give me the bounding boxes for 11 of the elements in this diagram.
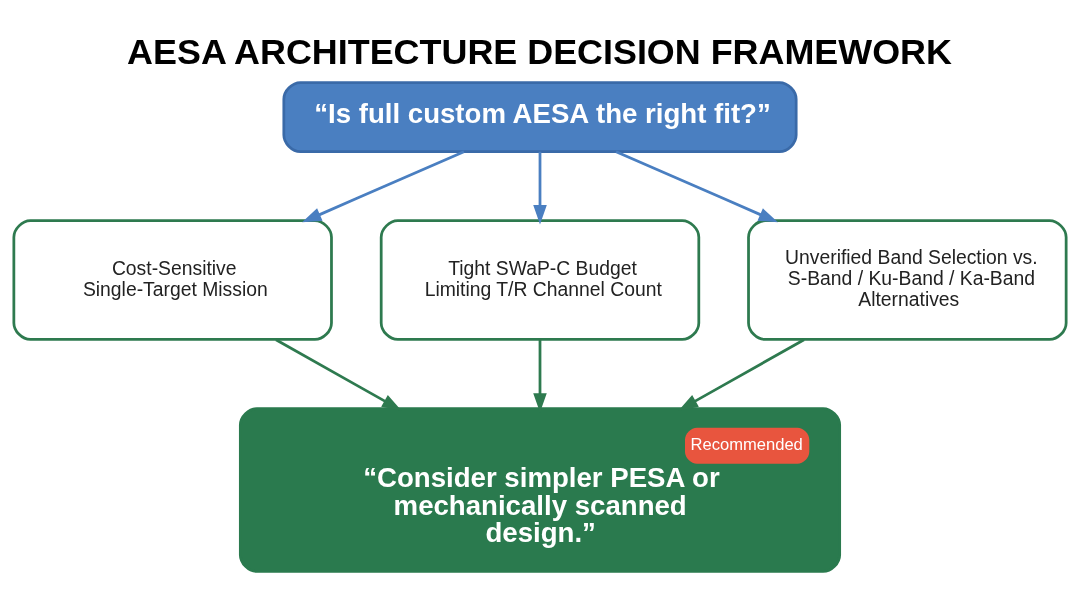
node-box: Recommended “Consider simpler PESA or mechanically scanned design.”: [238, 407, 842, 573]
arrow: [302, 150, 465, 223]
arrow: [615, 150, 778, 223]
arrow: [533, 151, 547, 225]
node-box: Tight SWaP-C Budget Limiting T/R Channel Count: [379, 219, 701, 341]
arrow: [678, 338, 805, 411]
node-box: “Is full custom AESA the right fit?”: [282, 81, 798, 154]
arrow: [275, 338, 402, 411]
node-box: Cost-Sensitive Single-Target Mission: [12, 219, 333, 341]
node-box: Unverified Band Selection vs. S-Band / Ku-Band / Ka-Band Alternatives: [747, 219, 1068, 341]
diagram-title: AESA ARCHITECTURE DECISION FRAMEWORK: [127, 32, 952, 73]
